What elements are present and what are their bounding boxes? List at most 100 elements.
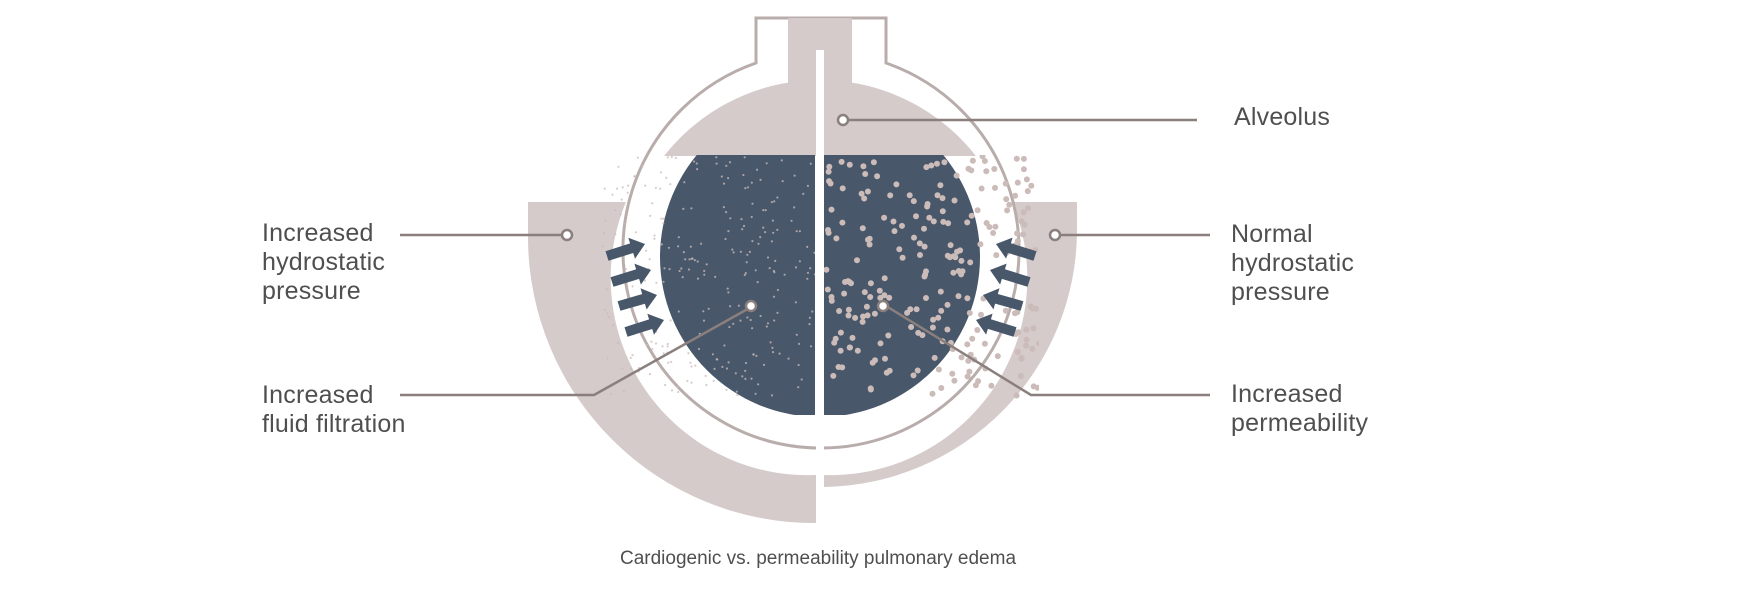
fine-particle	[757, 383, 760, 386]
protein-particle	[939, 195, 946, 202]
label-right-permeability: Increased permeability	[1231, 380, 1368, 438]
protein-particle	[929, 390, 936, 397]
fine-particle	[739, 319, 742, 322]
protein-particle	[947, 242, 954, 249]
fine-particle	[770, 240, 774, 243]
fine-particle	[682, 251, 685, 254]
fine-particle	[772, 231, 775, 234]
protein-particle	[827, 180, 834, 187]
fine-particle	[645, 249, 648, 252]
protein-particle	[1020, 166, 1027, 173]
left-arrow-icon	[996, 237, 1037, 261]
fine-particle	[759, 178, 762, 181]
label-alveolus: Alveolus	[1234, 103, 1330, 132]
protein-particle	[881, 214, 888, 221]
fine-particle	[725, 164, 728, 167]
marker-left-filtration	[744, 299, 758, 313]
protein-particle	[866, 235, 873, 242]
fine-particle	[714, 275, 717, 278]
right-arrow-icon	[624, 313, 664, 337]
fine-particle	[619, 213, 622, 216]
fine-particle	[644, 184, 647, 187]
fine-particle	[808, 323, 811, 326]
protein-particle	[1023, 326, 1030, 333]
protein-particle	[836, 308, 843, 314]
protein-particle	[938, 385, 945, 391]
fine-particle	[645, 343, 648, 347]
protein-particle	[916, 240, 923, 247]
protein-particle	[977, 241, 984, 248]
fine-particle	[742, 173, 745, 177]
fine-particle	[742, 224, 746, 228]
protein-particle	[930, 316, 937, 323]
fine-particle	[773, 319, 776, 322]
fine-particle	[743, 273, 746, 277]
protein-particle	[951, 197, 958, 204]
fine-particle	[622, 390, 626, 393]
protein-particle	[858, 190, 865, 197]
fine-particle	[684, 258, 687, 261]
fine-particle	[696, 168, 699, 171]
protein-particle	[931, 354, 938, 361]
protein-particle	[940, 218, 947, 225]
protein-particle	[861, 195, 868, 202]
fine-particle	[783, 273, 786, 276]
fine-particle	[809, 267, 812, 270]
fine-particle	[691, 257, 694, 260]
protein-particle	[1021, 221, 1028, 228]
protein-particle	[864, 312, 871, 319]
fine-particle	[603, 187, 606, 190]
protein-particle	[848, 280, 854, 287]
protein-particle	[993, 252, 1000, 259]
fine-particle	[606, 357, 609, 360]
label-line: Increased	[262, 381, 374, 409]
fine-particle	[759, 236, 762, 239]
protein-particle	[1028, 182, 1035, 189]
fine-particle	[662, 352, 665, 355]
label-line: fluid filtration	[262, 410, 406, 438]
fine-particle	[773, 200, 776, 203]
protein-particle	[1004, 207, 1011, 214]
fine-particle	[630, 367, 633, 370]
protein-particle	[1013, 155, 1020, 162]
fine-particle	[735, 390, 738, 393]
protein-particle	[841, 290, 848, 297]
fine-particle	[727, 177, 730, 180]
protein-particle	[886, 294, 893, 301]
protein-particle	[975, 378, 982, 385]
fine-particle	[711, 353, 715, 356]
protein-particle	[886, 367, 893, 374]
protein-particle	[951, 377, 958, 384]
left-arrow-icon	[976, 313, 1017, 337]
fine-particle	[676, 385, 679, 388]
protein-particle	[882, 355, 888, 362]
fine-particle	[727, 230, 730, 233]
fine-particle	[722, 182, 726, 185]
fine-particle	[667, 246, 671, 249]
protein-particle	[908, 324, 915, 330]
protein-particle	[906, 192, 913, 199]
fine-particle	[725, 367, 729, 370]
fine-particle	[626, 285, 629, 288]
protein-particle	[837, 347, 844, 354]
label-line: Increased	[262, 219, 374, 247]
fine-particle	[715, 156, 718, 159]
fine-particle	[725, 388, 728, 391]
fine-particle	[607, 316, 611, 319]
protein-particle	[852, 314, 859, 321]
protein-particle	[890, 218, 897, 225]
fine-particle	[654, 186, 658, 189]
label-left-pressure: Increased hydrostatic pressure	[262, 219, 385, 306]
protein-particle	[896, 246, 903, 253]
protein-particle	[1014, 179, 1021, 186]
fine-particle	[653, 237, 656, 240]
fine-particle	[743, 156, 746, 159]
fine-particle	[696, 277, 700, 280]
fine-particle	[806, 245, 809, 248]
protein-particle	[988, 382, 995, 389]
protein-particle	[859, 225, 866, 232]
protein-particle	[1014, 349, 1021, 355]
protein-particle	[983, 168, 990, 175]
fine-particle	[653, 234, 656, 237]
fine-particle	[693, 259, 696, 262]
